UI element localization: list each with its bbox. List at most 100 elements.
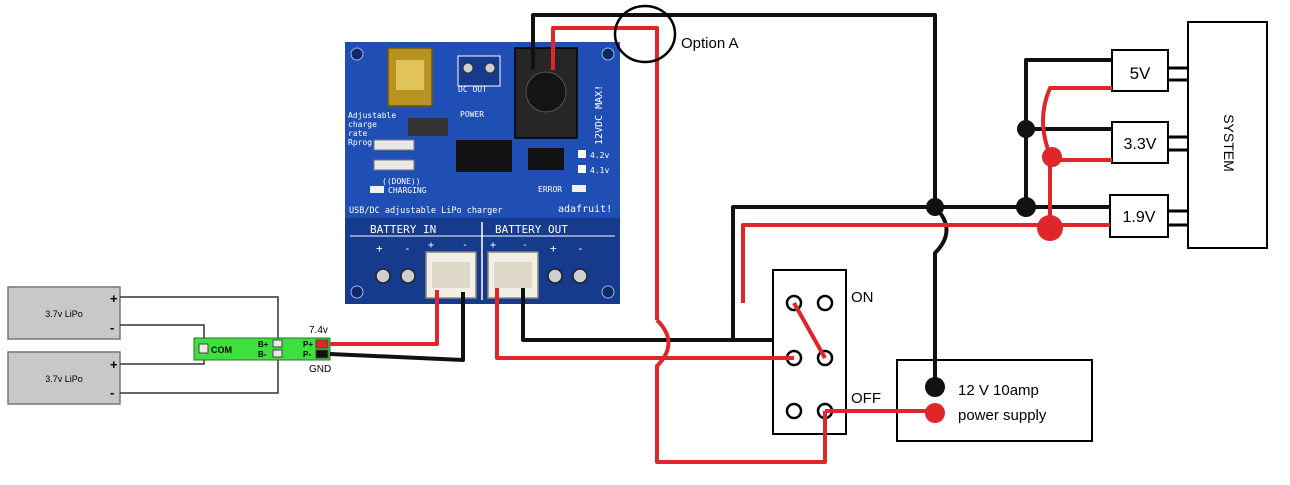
junction-dot [925,403,945,423]
b-plus-label: B+ [258,340,269,349]
switch-terminal [816,294,834,312]
usb-connector-inner [396,60,424,90]
charger-board: DC OUT 12VDC MAX! Adjustable charge rate… [345,42,620,304]
power-supply-line-1: 12 V 10amp [958,382,1039,399]
v42-label: 4.2v [590,151,609,160]
regulator-3v3 [1111,121,1169,164]
adjustable-note-line-3: rate [348,129,367,138]
system-box [1187,21,1268,249]
ground-wire-dc-jack [531,13,937,207]
adjustable-note-line-1: Adjustable [348,111,396,120]
output-voltage-label: 7.4v [309,325,328,336]
ground-bus [731,205,1110,340]
battery-out-minus-right: - [577,242,584,255]
adjustable-note-line-2: charge [348,120,377,129]
battery-2-minus: - [110,385,114,400]
mount-hole [350,47,364,61]
inductor [408,118,448,136]
p-minus-pad [315,349,329,359]
p-plus-pad [315,339,329,349]
switch-lever [792,302,827,359]
done-label: ((DONE)) [382,177,421,186]
battery-2-plus: + [110,357,118,372]
mount-hole [350,285,364,299]
positive-battery-out [495,288,794,360]
junction-dot [925,377,945,397]
battery-out-minus: - [522,240,528,251]
regulator-5v-label: 5V [1130,64,1151,83]
battery-pack: 3.7v LiPo + - 3.7v LiPo + - [7,286,121,405]
power-supply-line-2: power supply [958,407,1047,424]
battery-out-plus-right: + [550,242,557,255]
adjustable-note-line-4: Rprog [348,138,372,147]
system-label: SYSTEM [1221,114,1237,172]
option-a-annotation: Option A [613,4,739,64]
error-label: ERROR [538,185,562,194]
v41-label: 4.1v [590,166,609,175]
mount-hole [601,47,615,61]
protection-pcb [193,337,331,361]
positive-battery-in [330,290,439,346]
junction-dot [1017,120,1035,138]
junction-dot [1016,197,1036,217]
regulator-3v3-label: 3.3V [1124,136,1157,153]
switch-on-label: ON [851,289,874,306]
power-supply-box [896,359,1093,442]
system-block: SYSTEM [1187,21,1268,249]
battery-in-minus-left: - [404,242,411,255]
max-voltage-label: 12VDC MAX! [594,85,605,145]
ground-battery-in [329,292,465,362]
positive-wire-dc-jack [551,26,659,320]
b-minus-label: B- [258,350,267,359]
lipo-battery [7,351,121,405]
power-label: POWER [460,110,484,119]
regulators: 5V 3.3V 1.9V [1109,49,1169,238]
ground-to-5v [1024,58,1112,207]
battery-1-plus: + [110,291,118,306]
charger-title: USB/DC adjustable LiPo charger [349,206,503,216]
positive-wire-switch-off [655,318,827,464]
battery-1-label: 3.7v LiPo [45,309,83,319]
regulator-5v [1111,49,1169,92]
positive-bus [741,223,1110,303]
lipo-battery [7,286,121,340]
p-minus-label: P- [303,350,311,359]
junctions [925,120,1063,423]
p-plus-label: P+ [303,340,313,349]
battery-in-plus-left: + [376,242,383,255]
resistor [373,159,415,171]
positive-to-3v3 [1048,158,1112,225]
battery-out-plus: + [490,240,496,251]
regulator-1v9-label: 1.9V [1123,209,1156,226]
gnd-label: GND [309,364,331,375]
positive-wires [330,26,1112,464]
switch-off-label: OFF [851,390,881,407]
mount-hole [601,285,615,299]
option-a-label: Option A [681,35,739,52]
com-label: COM [211,345,232,355]
battery-in-label: BATTERY IN [370,223,436,236]
switch-body [772,269,847,435]
option-a-circle [613,4,677,64]
ground-battery-out [521,288,773,342]
battery-out-label: BATTERY OUT [495,223,568,236]
battery-1-minus: - [110,320,114,335]
dpdt-switch: ON OFF [772,269,881,435]
charging-label: CHARGING [388,186,427,195]
switch-chip [528,148,564,170]
battery-in-minus: - [462,240,468,251]
regulator-1v9 [1109,194,1169,238]
junction-dot [1037,215,1063,241]
power-supply: 12 V 10amp power supply [896,359,1093,442]
switch-terminal [785,402,803,420]
resistor [373,139,415,151]
dc-out-label: DC OUT [458,85,487,94]
positive-to-5v [1041,86,1112,156]
charger-brand: adafruit! [558,204,612,215]
protection-board: COM B+ B- P+ P- 7.4v GND [193,325,331,375]
charger-ic [456,140,512,172]
regulator-system-links [1168,66,1188,227]
junction-dot [1042,147,1062,167]
battery-in-plus: + [428,240,434,251]
